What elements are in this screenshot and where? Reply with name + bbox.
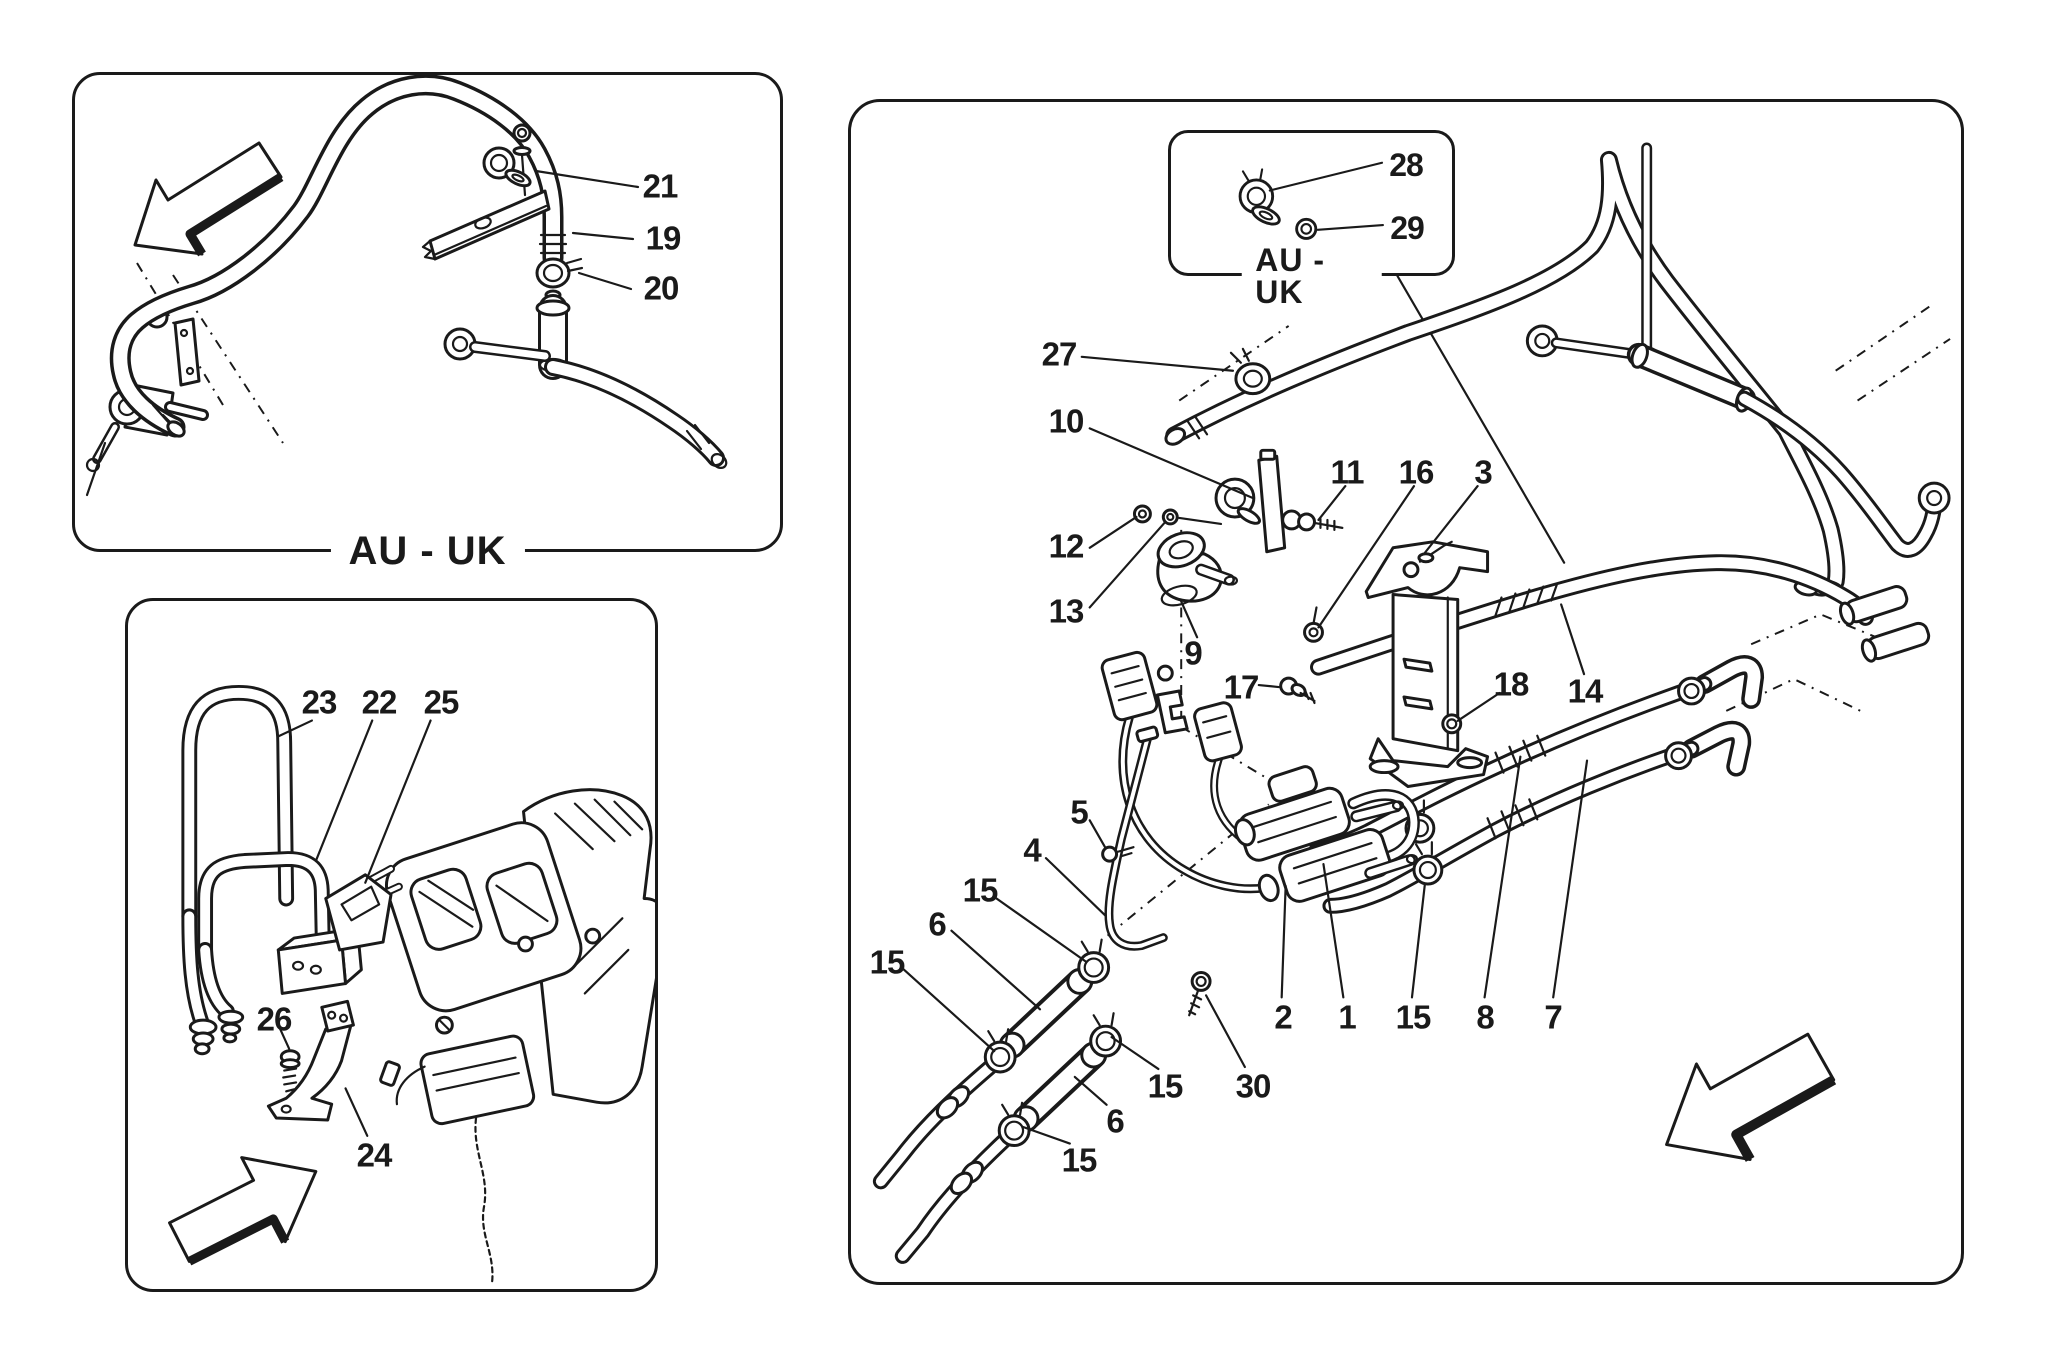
region-label-au-uk: AU - UK bbox=[330, 531, 525, 571]
callout-6b: 6 bbox=[1106, 1102, 1124, 1140]
hose-clamp bbox=[1664, 741, 1693, 771]
callout-15e: 15 bbox=[1395, 998, 1432, 1036]
callout-19: 19 bbox=[645, 219, 682, 257]
water-valve-9 bbox=[1156, 531, 1239, 607]
panel-heater-pipes-au-uk: 21 19 20 AU - UK bbox=[72, 72, 783, 571]
callout-17: 17 bbox=[1223, 668, 1260, 706]
heater-pipe-drawing bbox=[85, 75, 728, 497]
leader-line bbox=[1316, 224, 1384, 231]
panel-evaporator-pipes: 23 22 25 26 24 bbox=[125, 598, 658, 1292]
callout-8: 8 bbox=[1476, 998, 1494, 1036]
au-uk-inset-box: 28 29 AU - UK bbox=[1168, 130, 1455, 308]
callout-5: 5 bbox=[1070, 793, 1088, 831]
pipe-with-ring-unions bbox=[1525, 142, 1951, 558]
callout-15d: 15 bbox=[1061, 1141, 1098, 1179]
mounting-plate bbox=[421, 189, 551, 261]
pipes-and-valves-drawing bbox=[872, 142, 1951, 1264]
bracket-25 bbox=[324, 864, 403, 952]
callout-24: 24 bbox=[356, 1136, 393, 1174]
callout-7: 7 bbox=[1544, 998, 1562, 1036]
callout-11: 11 bbox=[1330, 453, 1365, 491]
callout-23: 23 bbox=[301, 683, 338, 721]
clamp-and-nut-drawing bbox=[1238, 161, 1384, 240]
hvac-unit bbox=[379, 788, 655, 1286]
plate-and-fasteners bbox=[1132, 448, 1344, 643]
heater-hose bbox=[109, 75, 568, 438]
nut-12 bbox=[1132, 504, 1152, 524]
hose-clamp-27 bbox=[1234, 362, 1272, 396]
callout-29: 29 bbox=[1390, 210, 1425, 246]
support-rod bbox=[1101, 725, 1168, 951]
callout-26: 26 bbox=[256, 1000, 293, 1038]
washer-13 bbox=[1161, 508, 1179, 526]
callout-18: 18 bbox=[1493, 665, 1530, 703]
bolt-30 bbox=[1188, 970, 1212, 1017]
hose-clamp-15 bbox=[1077, 951, 1111, 984]
long-hose-with-clamp bbox=[1164, 150, 1846, 597]
pipe-clamp-21 bbox=[482, 123, 532, 197]
bracket-24 bbox=[266, 999, 355, 1122]
callout-4: 4 bbox=[1023, 831, 1041, 869]
hose-clamp-15 bbox=[1089, 1024, 1123, 1058]
screw-26 bbox=[279, 1049, 301, 1093]
leader-line bbox=[1268, 161, 1384, 192]
callout-30: 30 bbox=[1235, 1067, 1272, 1105]
screw-17 bbox=[1279, 676, 1316, 705]
callout-2: 2 bbox=[1274, 998, 1292, 1036]
inset-leader-line bbox=[1395, 274, 1566, 564]
callout-10: 10 bbox=[1048, 402, 1085, 440]
leader-lines bbox=[277, 719, 432, 1137]
callout-14: 14 bbox=[1567, 672, 1604, 710]
callout-9: 9 bbox=[1184, 634, 1202, 672]
region-label-au-uk-inset: AU - UK bbox=[1241, 244, 1382, 308]
nut-29 bbox=[1295, 217, 1318, 240]
solenoid-valve-unit bbox=[1233, 765, 1420, 903]
panel-engine-bay-pipes: 28 29 AU - UK 27 10 12 13 9 11 16 3 17 1… bbox=[848, 99, 1964, 1285]
block-arrow-down-left-icon bbox=[133, 141, 284, 257]
callout-1: 1 bbox=[1338, 998, 1356, 1036]
hose-clamp-15 bbox=[1412, 854, 1444, 886]
leader-lines bbox=[534, 169, 640, 291]
nut-18 bbox=[1441, 713, 1463, 735]
pipe-clamp-20-and-y-pipe bbox=[443, 257, 728, 469]
callout-3: 3 bbox=[1474, 453, 1492, 491]
hose-clamp-15 bbox=[997, 1114, 1031, 1148]
callout-27: 27 bbox=[1041, 335, 1078, 373]
callout-13: 13 bbox=[1048, 592, 1085, 630]
callout-21: 21 bbox=[642, 167, 679, 205]
callout-16: 16 bbox=[1398, 453, 1435, 491]
connecting-tubes bbox=[872, 938, 1123, 1264]
callout-20: 20 bbox=[643, 269, 680, 307]
leader-lines bbox=[901, 355, 1589, 1145]
hairpin-pipes bbox=[181, 684, 331, 1056]
evaporator-unit-drawing bbox=[168, 684, 655, 1286]
callout-15b: 15 bbox=[869, 943, 906, 981]
block-arrow-up-right-icon bbox=[168, 1156, 318, 1266]
hose-clamp bbox=[1677, 676, 1706, 706]
callout-25: 25 bbox=[423, 683, 460, 721]
nut bbox=[512, 123, 532, 143]
callout-6a: 6 bbox=[928, 905, 946, 943]
screw-5 bbox=[1101, 845, 1119, 863]
callout-15a: 15 bbox=[962, 871, 999, 909]
callout-12: 12 bbox=[1048, 527, 1085, 565]
washer bbox=[512, 146, 532, 156]
hose-clamp-28 bbox=[1238, 168, 1281, 226]
support-bracket-3 bbox=[1364, 540, 1490, 788]
block-arrow-down-left-icon bbox=[1665, 1032, 1837, 1162]
callout-15c: 15 bbox=[1147, 1067, 1184, 1105]
callout-22: 22 bbox=[361, 683, 398, 721]
callout-28: 28 bbox=[1389, 147, 1424, 183]
